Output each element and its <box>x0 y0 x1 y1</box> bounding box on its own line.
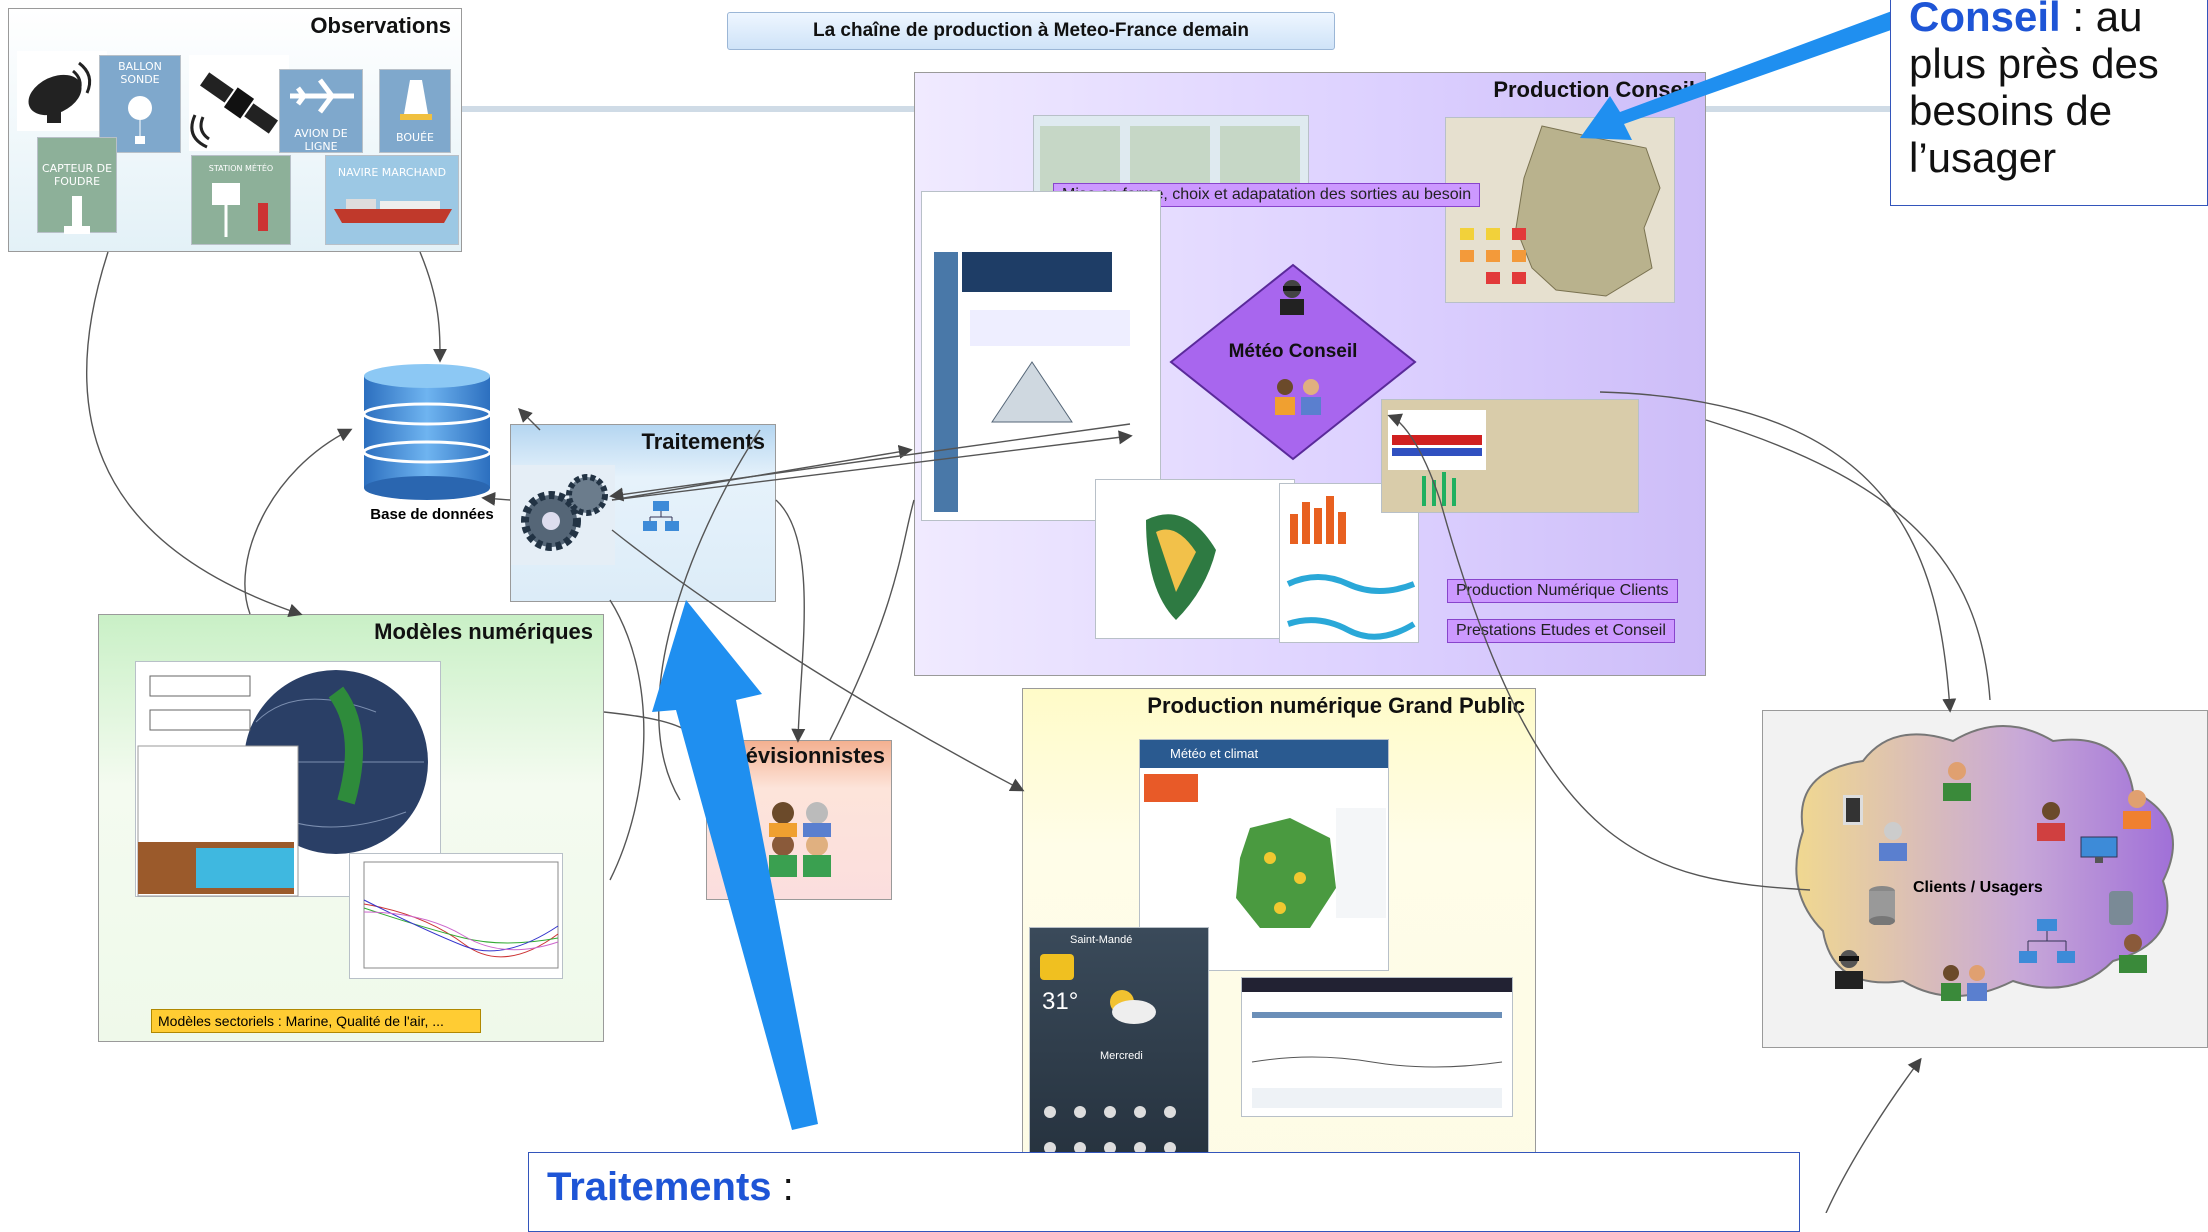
network-icon <box>2017 917 2077 967</box>
mobile-app-image: Saint-Mandé 31° Mercredi <box>1029 927 1209 1175</box>
agent-icon <box>1831 949 1867 989</box>
connector-line <box>658 429 761 801</box>
tablet-icon <box>1843 795 1863 825</box>
page-title-text: La chaîne de production à Meteo-France d… <box>812 20 1250 41</box>
gears-icon <box>511 465 615 565</box>
forecast-table-image <box>1241 977 1513 1117</box>
connector-line <box>1599 391 1957 713</box>
connector-line <box>244 428 353 615</box>
grand-public-panel: Production numérique Grand Public Météo … <box>1022 688 1536 1213</box>
connector-line <box>775 499 806 743</box>
grand-public-title: Production numérique Grand Public <box>1147 693 1525 718</box>
bulletin-documents-image <box>921 191 1161 521</box>
connector-line <box>609 423 1131 502</box>
connector-line <box>481 491 511 506</box>
france-map-image <box>1445 117 1675 303</box>
server-icon <box>1867 885 1897 926</box>
callout-traitements-text: : <box>771 1165 794 1209</box>
network-icon <box>641 499 681 533</box>
speaker-icon <box>2109 891 2133 925</box>
person-icon <box>2119 789 2155 829</box>
traitements-title: Traitements <box>641 429 766 454</box>
connector-line <box>829 499 915 741</box>
advisors-icon <box>1269 377 1329 417</box>
callout-traitements-bold: Traitements <box>547 1165 772 1209</box>
monitor-icon <box>2079 835 2119 865</box>
meteo-conseil-diamond: Météo Conseil <box>1165 259 1421 465</box>
blue-arrow-traitements <box>652 600 818 1130</box>
agent-icon <box>1277 279 1307 315</box>
database-icon <box>358 362 498 502</box>
blue-arrow-conseil <box>1580 8 1908 140</box>
website-header-bar: Météo et climat <box>1140 740 1388 768</box>
weather-balloon-icon: BALLON SONDE <box>99 55 181 153</box>
person-icon <box>1875 821 1911 861</box>
app-city: Saint-Mandé <box>1070 934 1133 946</box>
clients-panel: Clients / Usagers <box>1762 710 2208 1048</box>
tag-production-numerique-clients: Production Numérique Clients <box>1447 579 1678 603</box>
page-title: La chaîne de production à Meteo-France d… <box>727 12 1335 50</box>
couple-icon <box>1935 963 1995 1003</box>
connector-line <box>609 599 645 881</box>
globe-grid-image <box>135 661 441 897</box>
meteo-conseil-label: Météo Conseil <box>1228 341 1358 362</box>
connector-line <box>611 430 1133 501</box>
app-temperature: 31° <box>1042 988 1079 1015</box>
connector-line <box>1705 419 1991 701</box>
app-day: Mercredi <box>1100 1050 1143 1062</box>
weather-charts-image <box>1095 479 1295 639</box>
modeles-subtitle: Modèles sectoriels : Marine, Qualité de … <box>151 1009 481 1033</box>
connector-line <box>85 251 303 618</box>
clients-label: Clients / Usagers <box>1913 879 2043 896</box>
forecasters-icon <box>759 797 843 879</box>
person-icon <box>1939 761 1975 801</box>
satellite-dish-icon <box>17 51 107 131</box>
airplane-icon: AVION DE LIGNE <box>279 69 363 153</box>
app-warning-badge <box>1040 954 1074 980</box>
buoy-icon: BOUÉE <box>379 69 451 153</box>
tag-prestations-etudes: Prestations Etudes et Conseil <box>1447 619 1675 643</box>
database-label: Base de données <box>370 506 494 523</box>
production-conseil-panel: Production Conseil Mise en forme, choix … <box>914 72 1706 676</box>
callout-conseil-text: : au plus près des besoins de l’usager <box>1909 0 2159 181</box>
connector-line <box>1387 413 1811 891</box>
observations-panel: Observations BALLON SONDE AVION DE LIGNE… <box>8 8 462 252</box>
weather-station-icon: STATION MÉTÉO <box>191 155 291 245</box>
merchant-ship-icon: NAVIRE MARCHAND <box>325 155 459 245</box>
previsionnistes-title: Prévisionnistes <box>722 743 885 768</box>
climate-map-image <box>1381 399 1639 513</box>
callout-conseil: Conseil : au plus près des besoins de l’… <box>1890 0 2208 206</box>
website-site-name: Météo et climat <box>1170 746 1259 761</box>
observations-title: Observations <box>310 13 451 38</box>
person-icon <box>2033 801 2069 841</box>
satellite-icon <box>189 55 289 151</box>
connector-line <box>1825 1057 1922 1213</box>
callout-conseil-bold: Conseil <box>1909 0 2061 40</box>
person-icon <box>2115 933 2151 973</box>
connector-line <box>611 529 1025 792</box>
traitements-panel: Traitements <box>510 424 776 602</box>
connector-line <box>419 251 447 363</box>
modeles-title: Modèles numériques <box>374 619 593 644</box>
connector-line <box>518 408 541 431</box>
callout-traitements: Traitements : <box>528 1152 1800 1232</box>
ensemble-chart-image <box>349 853 563 979</box>
modeles-panel: Modèles numériques Modèles sectoriels : … <box>98 614 604 1042</box>
lightning-sensor-icon: CAPTEUR DE FOUDRE <box>37 137 117 234</box>
